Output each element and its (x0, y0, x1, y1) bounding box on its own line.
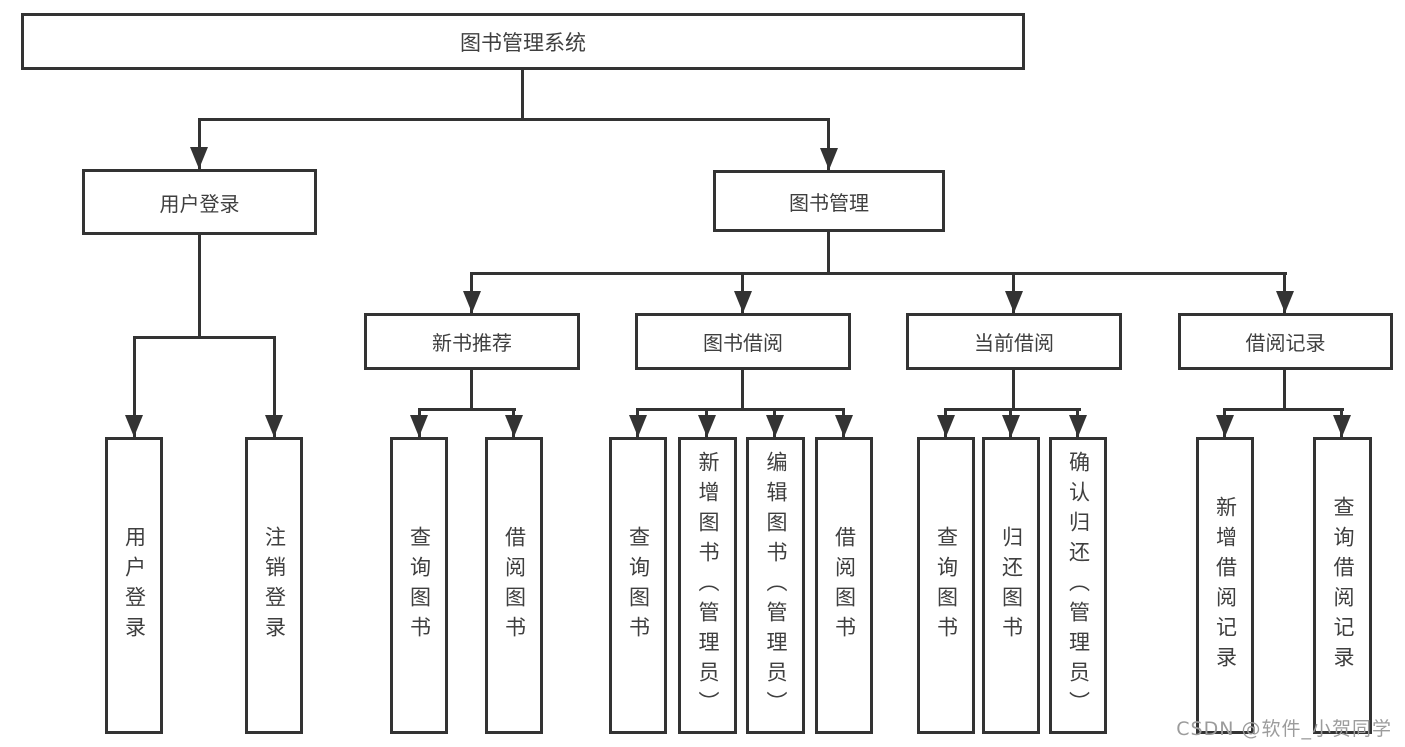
node-root-library-system: 图书管理系统 (21, 13, 1025, 70)
arrow-down-icon (937, 415, 955, 437)
arrow-down-icon (265, 415, 283, 437)
connector-current-borrow-stem (1012, 370, 1015, 411)
arrow-down-icon (820, 148, 838, 170)
connector-user-login-stem (198, 235, 201, 339)
node-leaf-borrow-books: 借阅图书 (485, 437, 543, 734)
arrow-down-icon (1069, 415, 1087, 437)
arrow-down-icon (463, 291, 481, 313)
node-leaf-add-books-admin: 新增图书（管理员） (678, 437, 737, 734)
arrow-down-icon (190, 147, 208, 169)
node-book-borrow: 图书借阅 (635, 313, 851, 370)
arrow-down-icon (1276, 291, 1294, 313)
node-book-management: 图书管理 (713, 170, 945, 232)
connector-book-mgmt-stem (827, 232, 830, 275)
arrow-down-icon (698, 415, 716, 437)
csdn-watermark: CSDN @软件_小贺同学 (1176, 718, 1392, 740)
arrow-down-icon (629, 415, 647, 437)
node-leaf-user-login: 用户登录 (105, 437, 163, 734)
node-leaf-edit-books-admin: 编辑图书（管理员） (746, 437, 805, 734)
connector-level3-bar (470, 272, 1287, 275)
arrow-down-icon (1002, 415, 1020, 437)
connector-level2-bar (198, 118, 830, 121)
arrow-down-icon (505, 415, 523, 437)
node-leaf-query-books: 查询图书 (390, 437, 448, 734)
connector-book-mgmt-drop (827, 118, 830, 170)
node-leaf-add-borrow-record: 新增借阅记录 (1196, 437, 1254, 734)
arrow-down-icon (1333, 415, 1351, 437)
node-user-login: 用户登录 (82, 169, 317, 235)
node-leaf-confirm-return-admin: 确认归还（管理员） (1049, 437, 1107, 734)
connector-new-books-stem (470, 370, 473, 411)
arrow-down-icon (835, 415, 853, 437)
connector-drop (133, 336, 136, 437)
connector-user-login-drop (198, 118, 201, 169)
node-leaf-query-borrow-record: 查询借阅记录 (1313, 437, 1372, 734)
node-borrow-records: 借阅记录 (1178, 313, 1393, 370)
connector-drop (273, 336, 276, 437)
node-leaf-query-books: 查询图书 (917, 437, 975, 734)
connector-root-stem (521, 70, 524, 121)
connector-new-books-children-bar (418, 408, 516, 411)
node-leaf-return-books: 归还图书 (982, 437, 1040, 734)
connector-book-borrow-stem (741, 370, 744, 411)
node-current-borrow: 当前借阅 (906, 313, 1122, 370)
node-new-book-recommend: 新书推荐 (364, 313, 580, 370)
node-leaf-logout: 注销登录 (245, 437, 303, 734)
node-leaf-borrow-books: 借阅图书 (815, 437, 873, 734)
connector-borrow-records-stem (1283, 370, 1286, 411)
arrow-down-icon (766, 415, 784, 437)
connector-book-borrow-children-bar (636, 408, 845, 411)
arrow-down-icon (734, 291, 752, 313)
connector-current-borrow-children-bar (944, 408, 1081, 411)
connector-borrow-records-children-bar (1223, 408, 1344, 411)
arrow-down-icon (1216, 415, 1234, 437)
connector-user-login-children-bar (133, 336, 276, 339)
arrow-down-icon (125, 415, 143, 437)
arrow-down-icon (410, 415, 428, 437)
arrow-down-icon (1005, 291, 1023, 313)
node-leaf-query-books: 查询图书 (609, 437, 667, 734)
